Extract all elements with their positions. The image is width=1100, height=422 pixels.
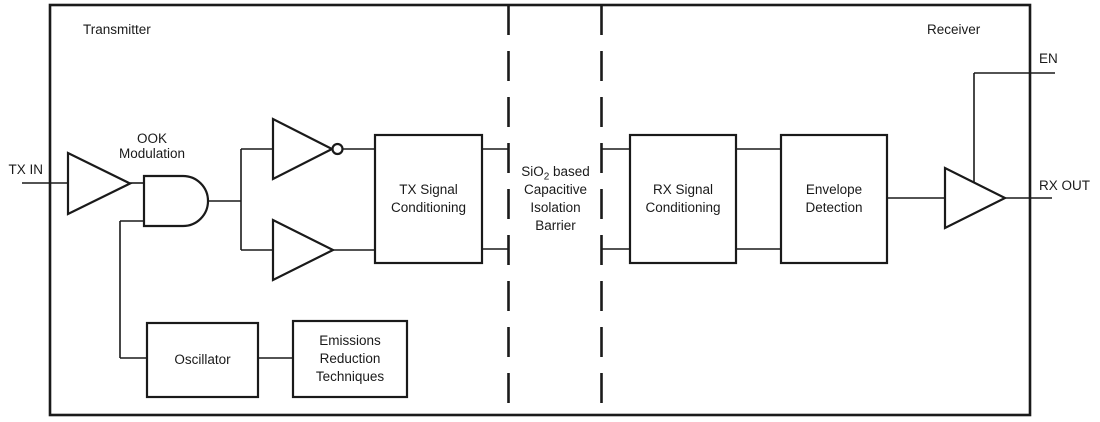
tx-in-port-label: TX IN — [8, 162, 43, 177]
transmitter-label: Transmitter — [83, 22, 151, 37]
barrier-line4: Barrier — [535, 218, 576, 233]
isolation-barrier-label: SiO2 based Capacitive Isolation Barrier — [496, 163, 615, 235]
ook-modulation-label: OOK Modulation — [92, 131, 212, 161]
envelope-detection-box — [779, 133, 889, 265]
barrier-line3: Isolation — [530, 200, 581, 215]
inverter-icon — [271, 117, 335, 181]
rx-out-port-label: RX OUT — [1039, 178, 1091, 193]
emissions-line2: Reduction — [319, 351, 381, 366]
oscillator-box — [145, 321, 260, 399]
oscillator-line1: Oscillator — [174, 352, 231, 367]
tx-signal-conditioning-box — [373, 133, 484, 265]
oscillator-label: Oscillator — [147, 323, 258, 397]
rx-signal-line2: Conditioning — [645, 200, 721, 215]
barrier-sio-text: SiO — [521, 164, 544, 179]
chip-boundary — [48, 3, 1032, 417]
tx-signal-line1: TX Signal — [399, 182, 458, 197]
wires — [22, 72, 1055, 359]
barrier-line2: Capacitive — [523, 182, 588, 197]
en-port-label: EN — [1039, 51, 1058, 66]
emissions-reduction-box — [291, 319, 409, 399]
receiver-label: Receiver — [927, 22, 981, 37]
rx-signal-line1: RX Signal — [652, 182, 714, 197]
tx-signal-conditioning-label: TX Signal Conditioning — [375, 135, 482, 263]
emissions-line3: Techniques — [315, 369, 385, 384]
barrier-based-text: based — [549, 164, 590, 179]
envelope-line2: Detection — [805, 200, 863, 215]
ook-line1: OOK — [136, 131, 167, 146]
rx-output-buffer-icon — [943, 166, 1008, 230]
tx-input-buffer-icon — [66, 151, 133, 216]
barrier-line1: SiO2 based — [521, 163, 590, 183]
envelope-detection-label: Envelope Detection — [781, 135, 887, 263]
emissions-reduction-label: Emissions Reduction Techniques — [293, 321, 407, 397]
tx-signal-line2: Conditioning — [390, 200, 467, 215]
inverter-bubble-icon — [331, 142, 344, 156]
emissions-line1: Emissions — [319, 333, 381, 348]
envelope-line1: Envelope — [805, 182, 863, 197]
and-gate-icon — [142, 174, 210, 228]
barrier-subscript: 2 — [543, 171, 550, 183]
lower-buffer-icon — [271, 218, 336, 282]
rx-signal-conditioning-label: RX Signal Conditioning — [630, 135, 736, 263]
ook-line2: Modulation — [118, 146, 186, 161]
rx-signal-conditioning-box — [628, 133, 738, 265]
